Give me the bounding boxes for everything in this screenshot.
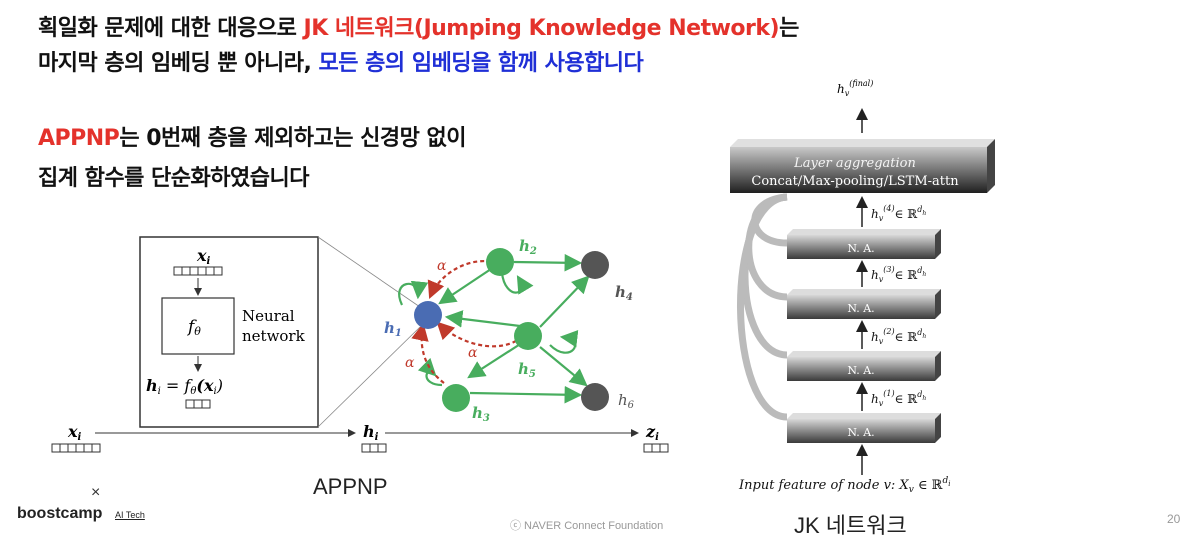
agg-subtitle: Concat/Max-pooling/LSTM-attn bbox=[751, 174, 959, 189]
line4-text: 집계 함수를 단순화하였습니다 bbox=[38, 166, 309, 191]
h2-label: h2 bbox=[519, 237, 537, 257]
xi-top-vector-icon bbox=[173, 266, 223, 276]
zi-vector-icon bbox=[643, 443, 669, 453]
network-label: network bbox=[242, 327, 306, 345]
jk-network-highlight: JK 네트워크(Jumping Knowledge Network) bbox=[303, 16, 780, 41]
agg-block-top bbox=[730, 139, 995, 147]
agg-title: Layer aggregation bbox=[793, 156, 916, 171]
h1-label: h1 bbox=[384, 319, 402, 339]
h1-embedding-label: hv(1)∈ ℝdh bbox=[871, 389, 926, 408]
svg-text:N. A.: N. A. bbox=[847, 302, 874, 315]
xi-bottom-vector-icon bbox=[51, 443, 101, 453]
f-theta-box bbox=[161, 297, 235, 355]
all-layers-highlight: 모든 층의 임베딩을 함께 사용합니다 bbox=[318, 51, 644, 76]
h4-embedding-label: hv(4)∈ ℝdh bbox=[871, 204, 926, 223]
na-block-2: N. A. bbox=[787, 351, 941, 381]
boostcamp-logo: boostcamp bbox=[17, 505, 103, 522]
jk-network-caption: JK 네트워크 bbox=[794, 513, 907, 538]
na-block-3: N. A. bbox=[787, 289, 941, 319]
na-block-4: N. A. bbox=[787, 229, 941, 259]
appnp-highlight: APPNP bbox=[38, 126, 120, 151]
node-h1 bbox=[414, 301, 442, 329]
h3-label: h3 bbox=[472, 404, 490, 424]
headline-line-2: 마지막 층의 임베딩 뿐 아니라, 모든 층의 임베딩을 함께 사용합니다 bbox=[38, 45, 644, 77]
h5-label: h5 bbox=[518, 360, 536, 380]
final-output-label: hv(final) bbox=[837, 79, 873, 98]
h-equation: hi = fθ(xi) bbox=[146, 376, 223, 397]
jk-network-figure: hv(final) Layer aggregation Concat/Max-p… bbox=[730, 79, 995, 495]
hi-vector-icon bbox=[361, 443, 387, 453]
layer-aggregation-block bbox=[730, 147, 987, 193]
page-number: 20 bbox=[1167, 512, 1181, 526]
f-theta-label: fθ bbox=[186, 317, 201, 338]
alpha-label-2: α bbox=[468, 345, 478, 361]
node-h4 bbox=[581, 251, 609, 279]
alpha-label-3: α bbox=[405, 355, 415, 371]
h2-embedding-label: hv(2)∈ ℝdh bbox=[871, 327, 926, 346]
ai-tech-logo: AI Tech bbox=[115, 510, 145, 520]
node-h2 bbox=[486, 248, 514, 276]
input-feature-label: Input feature of node v: Xv ∈ ℝdi bbox=[738, 476, 951, 495]
svg-text:N. A.: N. A. bbox=[847, 364, 874, 377]
node-h6 bbox=[581, 383, 609, 411]
svg-text:N. A.: N. A. bbox=[847, 242, 874, 255]
xi-top-label: xi bbox=[196, 246, 211, 267]
h-vector-icon bbox=[185, 399, 211, 409]
line2-text: 마지막 층의 임베딩 뿐 아니라, bbox=[38, 51, 319, 76]
svg-text:N. A.: N. A. bbox=[847, 426, 874, 439]
headline-line-3: APPNP는 0번째 층을 제외하고는 신경망 없이 bbox=[38, 120, 467, 152]
skip-connection-arcs bbox=[737, 193, 788, 421]
xi-bottom-label: xi bbox=[67, 422, 82, 443]
headline-line-4: 집계 함수를 단순화하였습니다 bbox=[38, 160, 309, 192]
zi-bottom-label: zi bbox=[645, 422, 659, 443]
na-block-1: N. A. bbox=[787, 413, 941, 443]
h6-label: h6 bbox=[618, 391, 635, 411]
node-h5 bbox=[514, 322, 542, 350]
alpha-label-1: α bbox=[437, 258, 447, 274]
copyright-text: ⓒ NAVER Connect Foundation bbox=[510, 520, 664, 532]
line1-suffix: 는 bbox=[779, 16, 799, 41]
node-h3 bbox=[442, 384, 470, 412]
appnp-figure: xi fθ Neural network hi = fθ(xi) xi hi z… bbox=[51, 236, 669, 453]
hi-bottom-label: hi bbox=[363, 422, 379, 443]
h4-label: h4 bbox=[615, 283, 633, 303]
h3-embedding-label: hv(3)∈ ℝdh bbox=[871, 265, 926, 284]
appnp-caption: APPNP bbox=[313, 474, 388, 499]
line3-text: 는 0번째 층을 제외하고는 신경망 없이 bbox=[119, 126, 467, 151]
agg-block-side bbox=[987, 139, 995, 193]
headline-line-1: 획일화 문제에 대한 대응으로 JK 네트워크(Jumping Knowledg… bbox=[38, 10, 799, 42]
brand-x-mark: × bbox=[91, 484, 101, 501]
neural-label: Neural bbox=[242, 307, 295, 325]
line1-text: 획일화 문제에 대한 대응으로 bbox=[38, 16, 304, 41]
